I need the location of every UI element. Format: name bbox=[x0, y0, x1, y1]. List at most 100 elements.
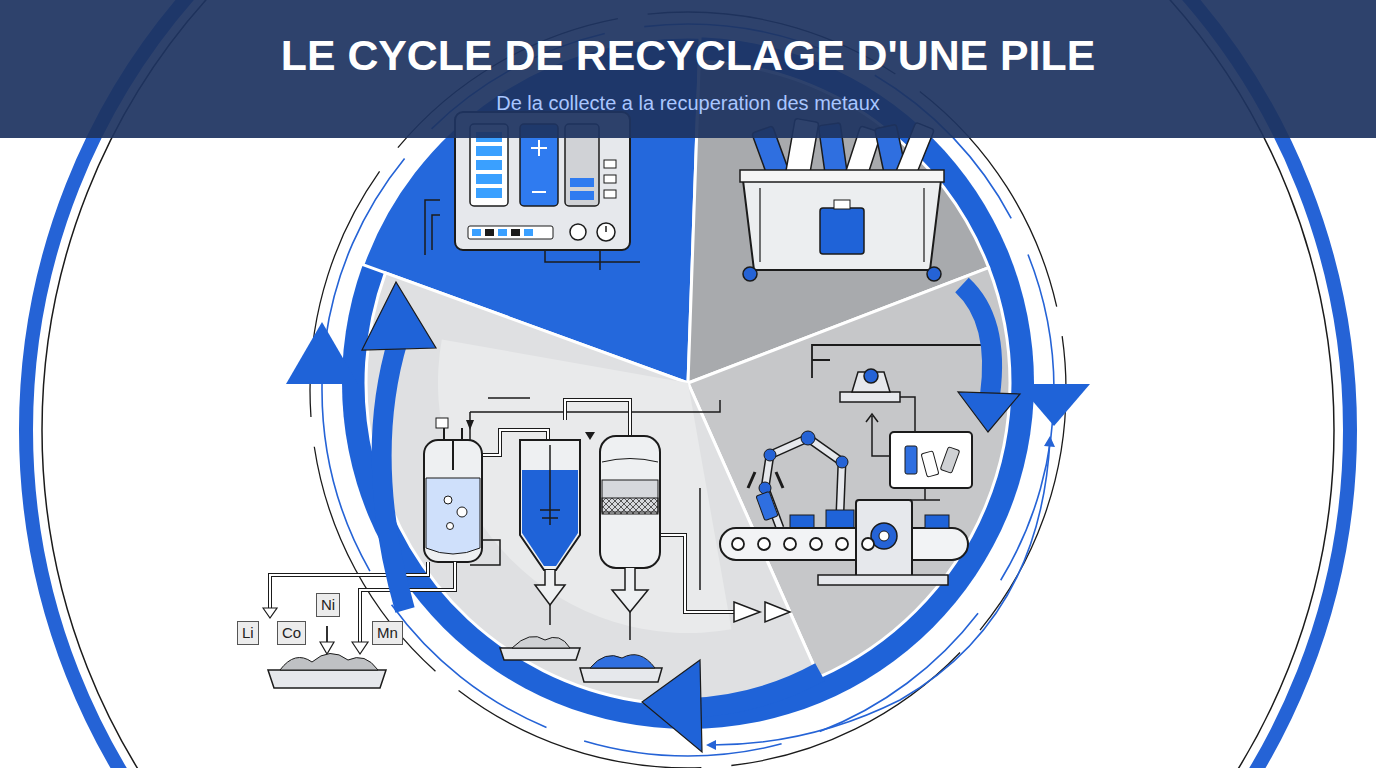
sorting-line bbox=[720, 345, 1000, 585]
subtitle: De la collecte a la recuperation des met… bbox=[0, 90, 1376, 116]
collection-bin bbox=[742, 172, 942, 270]
battery-tester bbox=[570, 224, 586, 240]
cycle-arrow bbox=[690, 672, 820, 708]
cycle-arrow bbox=[712, 440, 1050, 745]
collection-bin bbox=[834, 200, 850, 209]
chemical-process bbox=[602, 459, 658, 463]
cycle-arrow bbox=[382, 340, 405, 610]
sorting-line bbox=[872, 440, 890, 456]
chemical-process bbox=[600, 436, 660, 568]
element-box: Co bbox=[277, 621, 306, 645]
metal-tray bbox=[352, 642, 368, 654]
element-symbol: Co bbox=[282, 624, 301, 642]
battery-tester bbox=[476, 160, 502, 170]
battery-tester bbox=[545, 250, 640, 270]
battery-tester bbox=[498, 229, 507, 236]
sorting-line bbox=[871, 523, 897, 549]
sorting-line bbox=[910, 488, 940, 500]
cycle-arrow bbox=[362, 282, 436, 350]
sorting-line bbox=[748, 472, 783, 488]
sorting-line bbox=[801, 431, 815, 445]
chemical-process bbox=[535, 570, 565, 605]
conveyor-roller bbox=[732, 538, 874, 550]
chemical-process bbox=[426, 478, 480, 554]
cycle-arrow bbox=[962, 285, 992, 395]
conveyor-roller bbox=[784, 538, 796, 550]
collection-bin bbox=[740, 118, 944, 281]
chemical-process bbox=[585, 432, 595, 440]
battery-tester bbox=[476, 188, 502, 198]
battery-tester bbox=[604, 160, 616, 168]
cycle-arrow bbox=[706, 436, 1055, 750]
sorting-line bbox=[864, 369, 878, 383]
title: LE CYCLE DE RECYCLAGE D'UNE PILE bbox=[0, 28, 1376, 82]
chemical-process bbox=[734, 602, 790, 622]
cycle-arrow bbox=[286, 322, 358, 384]
chemical-process bbox=[549, 605, 551, 625]
battery-tester bbox=[604, 190, 616, 198]
sorting-line bbox=[900, 397, 915, 435]
collection-bin bbox=[743, 267, 757, 281]
chemical-process bbox=[436, 418, 448, 428]
cycle-disc bbox=[342, 37, 1034, 729]
element-symbol: Mn bbox=[377, 624, 398, 642]
chemical-process bbox=[466, 420, 474, 430]
element-symbol: Li bbox=[242, 624, 254, 642]
battery-tester bbox=[570, 191, 594, 200]
sorting-line bbox=[720, 528, 968, 560]
battery-tester bbox=[485, 229, 494, 236]
cycle-disc bbox=[342, 37, 1034, 729]
cycle-sector bbox=[688, 268, 1010, 678]
cycle-arrow bbox=[286, 282, 1090, 752]
battery-tester bbox=[597, 223, 615, 241]
battery-tester bbox=[468, 226, 553, 239]
sorting-line bbox=[866, 414, 878, 440]
sorting-line bbox=[818, 575, 948, 585]
battery-tester bbox=[472, 229, 481, 236]
conveyor-roller bbox=[810, 538, 822, 550]
chemical-process bbox=[512, 636, 570, 648]
battery-tester bbox=[605, 226, 607, 232]
battery-tester bbox=[531, 140, 547, 192]
conveyor-roller bbox=[732, 538, 744, 550]
sorting-line bbox=[940, 447, 959, 474]
cycle-arrow bbox=[1018, 384, 1090, 426]
sorting-line bbox=[879, 531, 889, 541]
chemical-process bbox=[444, 425, 462, 470]
sorting-line bbox=[905, 446, 917, 474]
chemical-process bbox=[447, 523, 454, 530]
metal-tray bbox=[320, 642, 334, 654]
conveyor-roller bbox=[758, 538, 770, 550]
element-box: Mn bbox=[372, 621, 403, 645]
chemical-process bbox=[629, 612, 631, 640]
battery-tester bbox=[425, 200, 440, 255]
metal-tray bbox=[268, 670, 386, 688]
chemical-process bbox=[602, 498, 658, 514]
collection-bin bbox=[740, 170, 944, 182]
sorting-line bbox=[790, 515, 814, 529]
element-symbol: Ni bbox=[321, 596, 335, 614]
battery-tester bbox=[476, 146, 502, 156]
chemical-process bbox=[444, 496, 452, 504]
battery-tester bbox=[570, 178, 594, 187]
chemical-process bbox=[424, 398, 790, 682]
cycle-arrow bbox=[642, 660, 702, 752]
metal-tray bbox=[263, 562, 455, 688]
sorting-line bbox=[925, 515, 949, 528]
chemical-process bbox=[540, 445, 560, 525]
chemical-process bbox=[470, 398, 720, 440]
chemical-process bbox=[500, 648, 580, 660]
collection-bin bbox=[820, 208, 864, 254]
sorting-line bbox=[764, 449, 776, 461]
conveyor-roller bbox=[836, 538, 848, 550]
battery-tester bbox=[524, 229, 533, 236]
sorting-line bbox=[812, 345, 1000, 378]
battery-tester bbox=[476, 174, 502, 184]
chemical-process bbox=[590, 655, 655, 668]
sorting-line bbox=[840, 392, 900, 402]
chemical-process bbox=[580, 668, 662, 682]
collection-bin bbox=[760, 188, 924, 262]
conveyor-roller bbox=[862, 538, 874, 550]
battery-tester bbox=[604, 175, 616, 183]
